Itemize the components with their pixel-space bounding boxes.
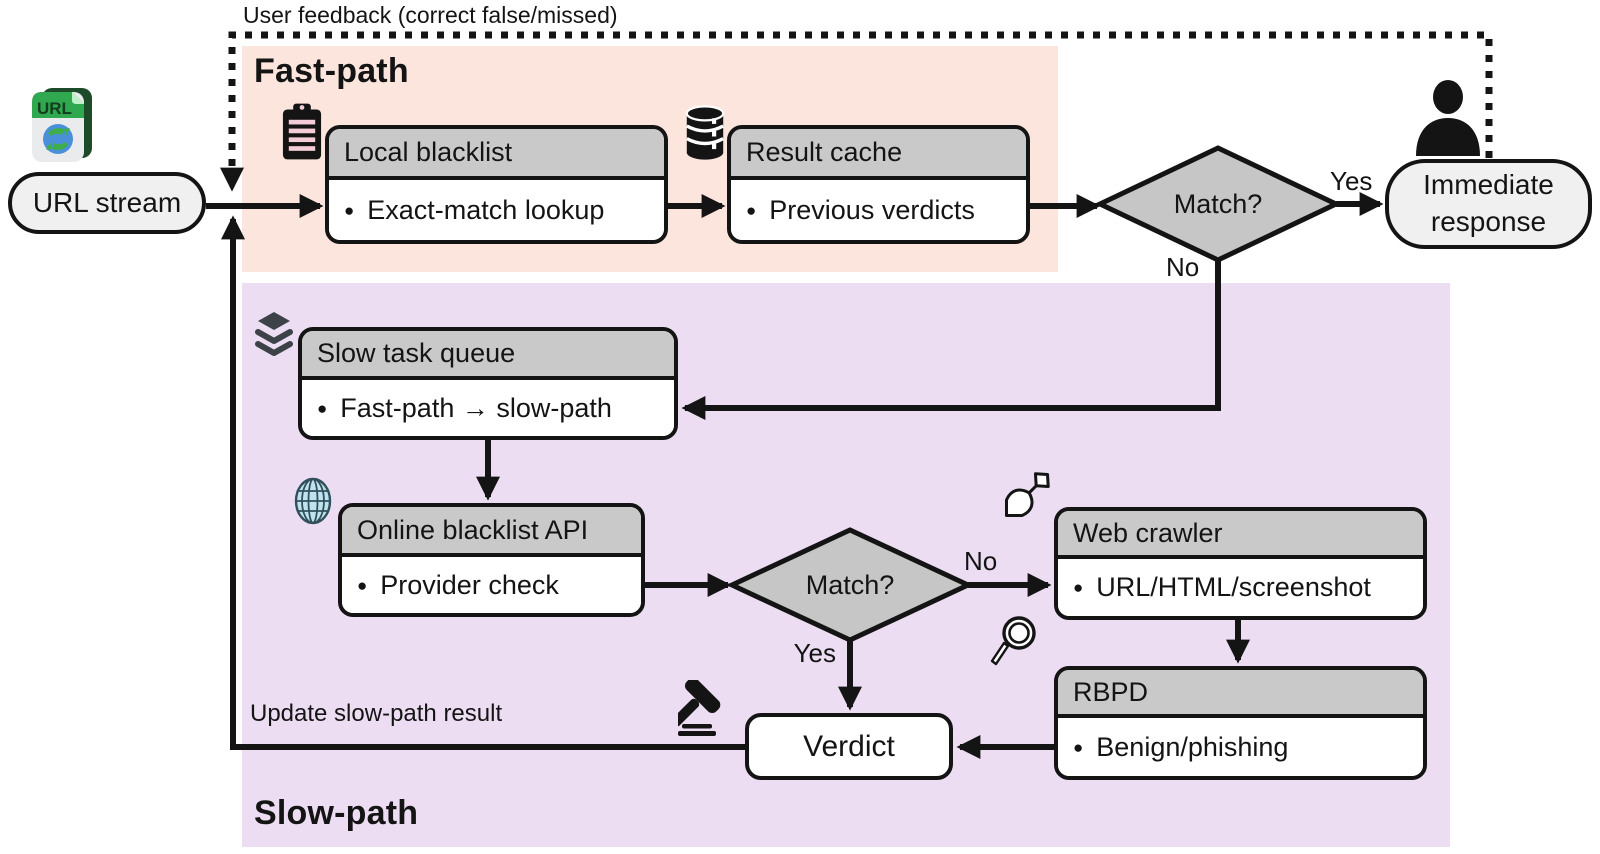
database-icon xyxy=(685,105,725,160)
rbpd-item: Benign/phishing xyxy=(1096,731,1289,762)
fast-path-label: Fast-path xyxy=(254,52,409,90)
slow-task-queue-title: Slow task queue xyxy=(317,338,516,368)
result-cache-item: Previous verdicts xyxy=(769,194,975,225)
match-fast-label: Match? xyxy=(1173,188,1263,219)
update-slow-path-label: Update slow-path result xyxy=(250,700,503,727)
online-blacklist-api-item: Provider check xyxy=(380,569,559,600)
slow-path-label: Slow-path xyxy=(254,794,419,832)
layers-icon xyxy=(255,312,293,356)
rbpd-title: RBPD xyxy=(1073,676,1149,707)
online-blacklist-api-title: Online blacklist API xyxy=(357,514,589,545)
local-blacklist-item: Exact-match lookup xyxy=(367,194,605,225)
no-slow-label: No xyxy=(964,546,998,576)
yes-slow-label: Yes xyxy=(793,638,836,668)
magnifier-icon xyxy=(990,616,1036,666)
user-feedback-edge xyxy=(220,31,1493,192)
online-blacklist-api-node: Online blacklist API ● Provider check xyxy=(338,503,645,617)
local-blacklist-title: Local blacklist xyxy=(344,137,513,167)
slow-task-queue-item: Fast-path → slow-path xyxy=(340,392,612,423)
verdict-node: Verdict xyxy=(745,713,953,780)
clipboard-icon xyxy=(282,103,322,160)
gavel-icon xyxy=(678,680,721,736)
user-feedback-label: User feedback (correct false/missed) xyxy=(243,2,618,28)
result-cache-title: Result cache xyxy=(746,137,903,167)
svg-text:URL: URL xyxy=(37,99,72,118)
bullet-icon: ● xyxy=(317,398,328,418)
bullet-icon: ● xyxy=(1073,737,1084,757)
slow-task-queue-node: Slow task queue ● Fast-path → slow-path xyxy=(298,327,678,440)
no-fast-label: No xyxy=(1166,252,1200,282)
local-blacklist-node: Local blacklist ● Exact-match lookup xyxy=(325,125,668,244)
bullet-icon: ● xyxy=(357,575,368,595)
url-stream-node: URL stream xyxy=(8,172,206,234)
bullet-icon: ● xyxy=(344,200,355,220)
edge-match-slowqueue xyxy=(681,260,1221,420)
immediate-response-line2: response xyxy=(1430,206,1547,237)
match-fast-diamond xyxy=(1094,145,1342,263)
match-slow-label: Match? xyxy=(805,569,895,600)
verdict-label: Verdict xyxy=(803,729,895,763)
update-result-edge xyxy=(221,215,745,750)
web-crawler-node: Web crawler ● URL/HTML/screenshot xyxy=(1054,507,1427,620)
result-cache-node: Result cache ● Previous verdicts xyxy=(727,125,1030,244)
rbpd-node: RBPD ● Benign/phishing xyxy=(1054,666,1427,780)
immediate-response-line1: Immediate xyxy=(1423,169,1554,201)
bullet-icon: ● xyxy=(1073,578,1084,597)
globe-icon xyxy=(294,477,332,525)
web-crawler-item: URL/HTML/screenshot xyxy=(1096,572,1371,602)
web-crawler-title: Web crawler xyxy=(1073,517,1223,548)
yes-fast-label: Yes xyxy=(1330,166,1373,196)
person-icon xyxy=(1416,80,1480,156)
url-file-icon: URL xyxy=(32,88,92,162)
bullet-icon: ● xyxy=(746,200,757,220)
url-stream-label: URL stream xyxy=(32,186,182,218)
match-slow-diamond xyxy=(726,527,974,643)
shovel-icon xyxy=(1004,472,1050,518)
immediate-response-node: Immediate response xyxy=(1385,159,1592,249)
